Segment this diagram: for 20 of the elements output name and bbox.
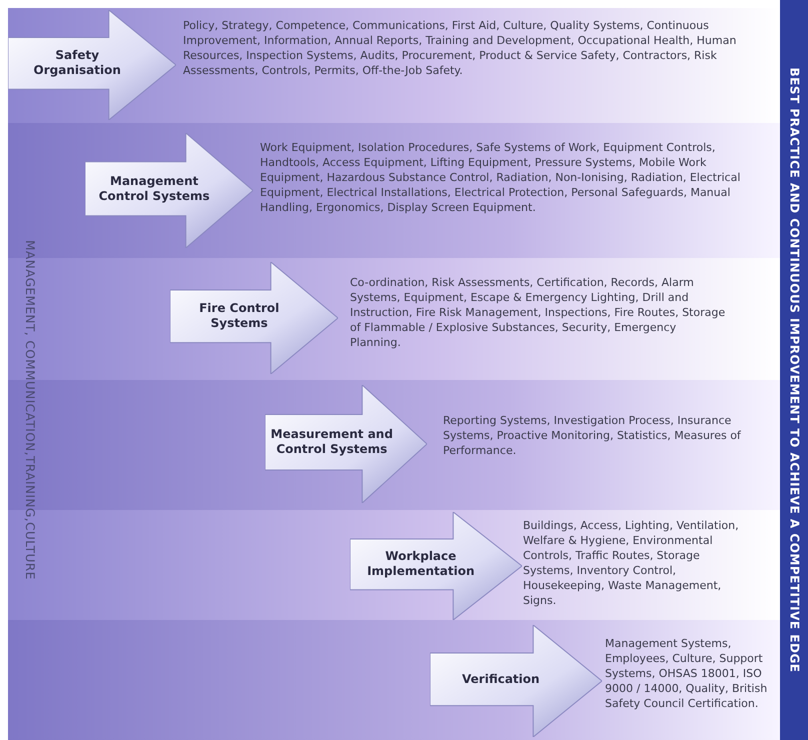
vertical-caption: BEST PRACTICE AND CONTINUOUS IMPROVEMENT TO ACHIEVE A COMPETITIVE EDGE (787, 68, 801, 672)
arrow-label: Fire Control Systems (198, 301, 280, 332)
arrow-label: Safety Organisation (32, 48, 122, 78)
arrow-shape (8, 10, 176, 120)
arrow-shape (265, 385, 427, 503)
description-text: Reporting Systems, Investigation Process, Insurance Systems, Proactive Monitoring, Statistics, Measures of Performance. (443, 413, 742, 458)
arrow-shape (85, 133, 253, 248)
description-text: Buildings, Access, Lighting, Ventilation, Welfare & Hygiene, Environmental Controls, Traffic Routes, Storage Systems, Inventory Control, Housekeeping, Waste Management, Signs. (523, 518, 740, 608)
arrow-shape (350, 512, 522, 620)
description-text: Management Systems, Employees, Culture, Support Systems, OHSAS 18001, ISO 9000 / 14000, Quality, British Safety Council Certification. (605, 636, 768, 711)
arrow-shape (430, 625, 602, 737)
vertical-caption: MANAGEMENT, COMMUNICATION,TRAINING,CULTURE (23, 240, 37, 580)
description-text: Policy, Strategy, Competence, Communications, First Aid, Culture, Quality Systems, Continuous Improvement, Information, Annual Reports, Training and Development, Occupational Health, Human Resources, Inspection Systems, Audits, Procurement, Product & Service Safety, Contractors, Risk Assessments, Controls, Permits, Off-the-Job Safety. (183, 18, 738, 78)
description-text: Co-ordination, Risk Assessments, Certification, Records, Alarm Systems, Equipment, Escape & Emergency Lighting, Drill and Instruction, Fire Risk Management, Inspections, Fire Routes, Storage of Flammable / Explosive Substances, Security, Emergency Planning. (350, 275, 726, 350)
arrow-label: Measurement and Control Systems (270, 427, 394, 458)
arrow-label: Verification (462, 672, 540, 687)
arrow-shape (170, 262, 338, 374)
arrow-label: Management Control Systems (98, 174, 211, 204)
arrow-label: Workplace Implementation (366, 549, 476, 580)
description-text: Work Equipment, Isolation Procedures, Safe Systems of Work, Equipment Controls, Handtools, Access Equipment, Lifting Equipment, Pressure Systems, Mobile Work Equipment, Hazardous Substance Control, Radiation, Non-Ionising, Radiation, Electrical Equipment, Electrical Installations, Electrical Protection, Personal Safeguards, Manual Handling, Ergonomics, Display Screen Equipment. (260, 140, 742, 215)
